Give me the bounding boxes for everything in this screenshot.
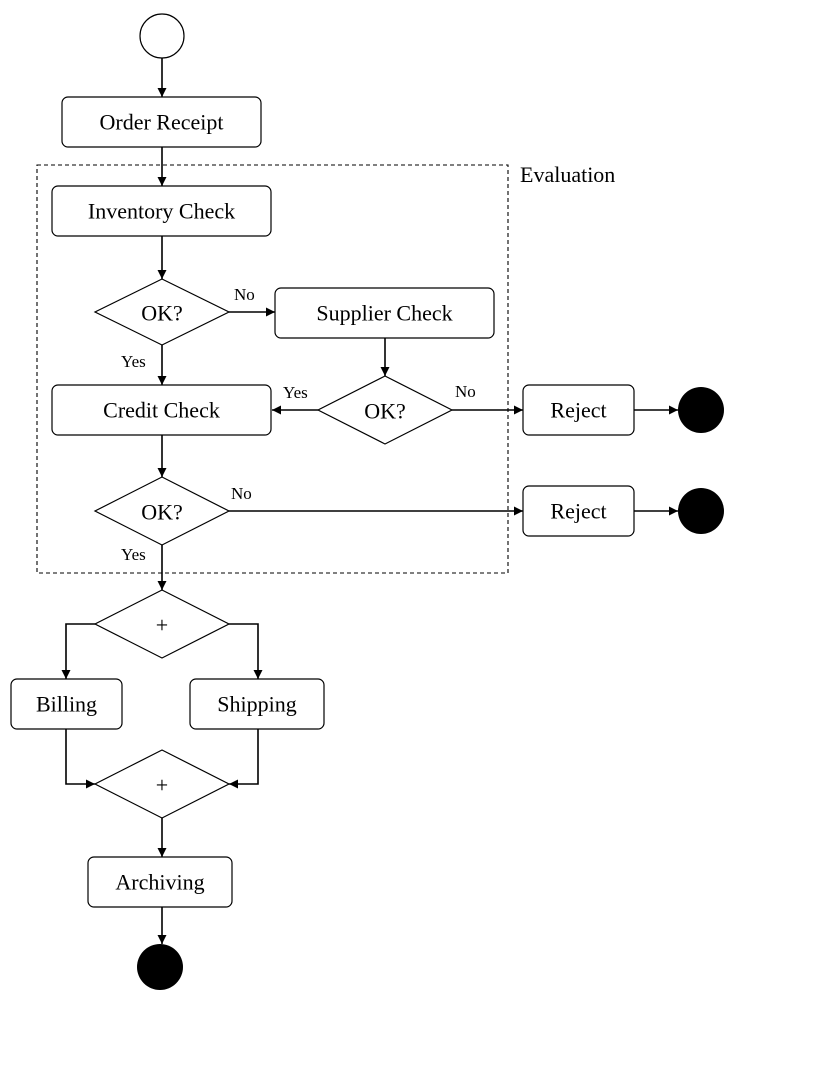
shipping-label: Shipping [217,692,296,717]
inventory-yes-label: Yes [121,352,146,371]
end-event-reject-1 [678,387,724,433]
supplier-no-label: No [455,382,476,401]
supplier-check-label: Supplier Check [316,301,452,326]
supplier-ok-label: OK? [364,399,406,424]
inventory-no-label: No [234,285,255,304]
supplier-yes-label: Yes [283,383,308,402]
inventory-check-label: Inventory Check [88,199,235,224]
credit-check-label: Credit Check [103,398,220,423]
reject-node-2: Reject [522,485,635,537]
billing-label: Billing [36,692,97,717]
end-event-reject-2 [678,488,724,534]
reject-label-2: Reject [550,499,606,524]
reject-label-1: Reject [550,398,606,423]
inventory-check-node: Inventory Check [51,185,272,237]
edge-billing-to-join [65,729,95,789]
reject-node-1: Reject [522,384,635,436]
supplier-ok-gateway: OK? [316,375,454,445]
supplier-check-node: Supplier Check [274,287,495,339]
end-event-archiving [137,944,183,990]
edge-shipping-to-join [229,729,259,789]
parallel-split-gateway: + [93,589,231,659]
start-event [139,13,185,59]
credit-yes-label: Yes [121,545,146,564]
archiving-node: Archiving [87,856,233,908]
credit-ok-gateway: OK? [93,476,231,546]
order-receipt-node: Order Receipt [61,96,262,148]
edge-split-to-shipping [229,623,263,679]
archiving-label: Archiving [115,870,204,895]
parallel-join-gateway: + [93,749,231,819]
parallel-split-label: + [156,613,168,638]
shipping-node: Shipping [189,678,325,730]
parallel-join-label: + [156,773,168,798]
inventory-ok-label: OK? [141,301,183,326]
order-receipt-label: Order Receipt [100,110,224,135]
credit-ok-label: OK? [141,500,183,525]
edges [61,58,678,944]
inventory-ok-gateway: OK? [93,278,231,346]
evaluation-group-label: Evaluation [520,162,615,187]
billing-node: Billing [10,678,123,730]
edge-split-to-billing [61,623,95,679]
credit-no-label: No [231,484,252,503]
evaluation-group [36,164,509,574]
credit-check-node: Credit Check [51,384,272,436]
